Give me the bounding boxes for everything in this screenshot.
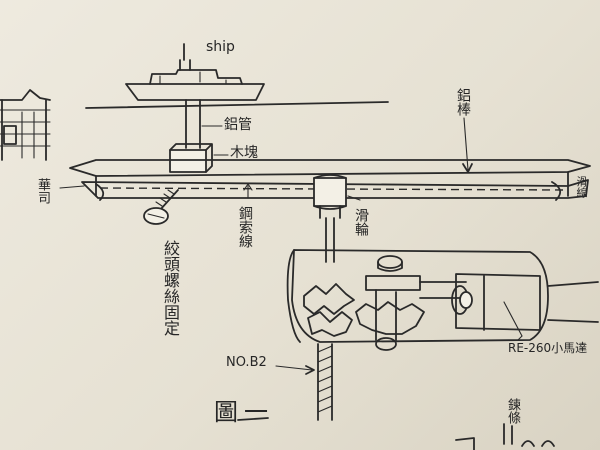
drive-shaft [325, 217, 335, 263]
tip-arrow [59, 185, 85, 189]
model-number-label: NO.B2 [226, 355, 267, 370]
string-arrow [243, 183, 253, 199]
aluminum-rod-label: 鋁棒 [455, 88, 471, 116]
string-label: 鋼索線 [237, 206, 253, 248]
aluminum-rail [69, 117, 591, 201]
aluminum-tube-label: 鋁管 [224, 117, 252, 133]
spring-label: 滑線 [575, 176, 588, 198]
screw [143, 189, 179, 225]
chain-label: 鍊條 [505, 398, 520, 424]
wood-block-label: 木塊 [230, 145, 258, 161]
aluminum-tube [185, 99, 223, 149]
motor-label: RE-260小馬達 [508, 341, 588, 355]
wood-block [169, 143, 229, 173]
gearbox-housing [286, 249, 549, 343]
ship-label: ship [206, 39, 235, 55]
pulley [313, 174, 361, 219]
screw-nut-label: 絞頭螺絲固定 [161, 240, 180, 336]
gears [303, 275, 467, 351]
motor-body [451, 273, 599, 341]
pulley-label: 滑輪 [353, 208, 369, 236]
chain-sketch [455, 423, 555, 450]
threaded-rod [275, 343, 333, 421]
tip-label: 華司 [35, 178, 50, 204]
ship-drawing [125, 43, 265, 101]
building-sketch [0, 89, 51, 161]
water-line [85, 101, 389, 109]
figure-caption: 圖一 [214, 398, 274, 426]
figure-underline [237, 417, 269, 421]
